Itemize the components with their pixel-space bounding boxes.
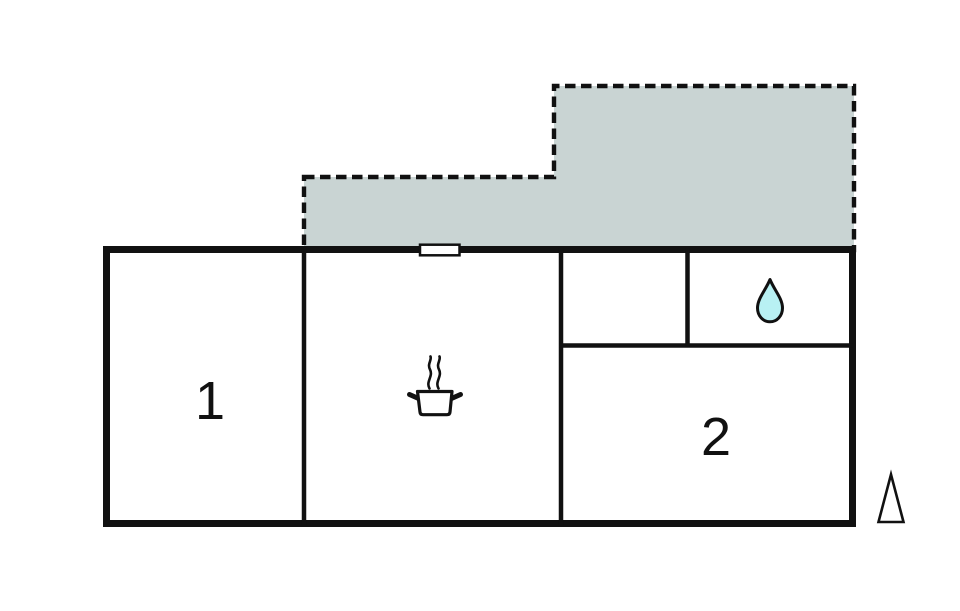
terrace-area	[301, 83, 857, 253]
north-arrow-icon	[876, 469, 906, 524]
pot-body	[415, 389, 454, 417]
cooking-pot-icon	[407, 355, 463, 417]
steam-line-right	[436, 355, 442, 390]
room-2-label: 2	[701, 407, 731, 467]
steam-line-left	[427, 355, 433, 390]
window-marker	[418, 243, 461, 257]
water-drop-icon	[756, 278, 784, 324]
apartment-outline	[103, 246, 856, 527]
room-1-label: 1	[195, 371, 225, 431]
pot-handle-right	[449, 392, 463, 401]
